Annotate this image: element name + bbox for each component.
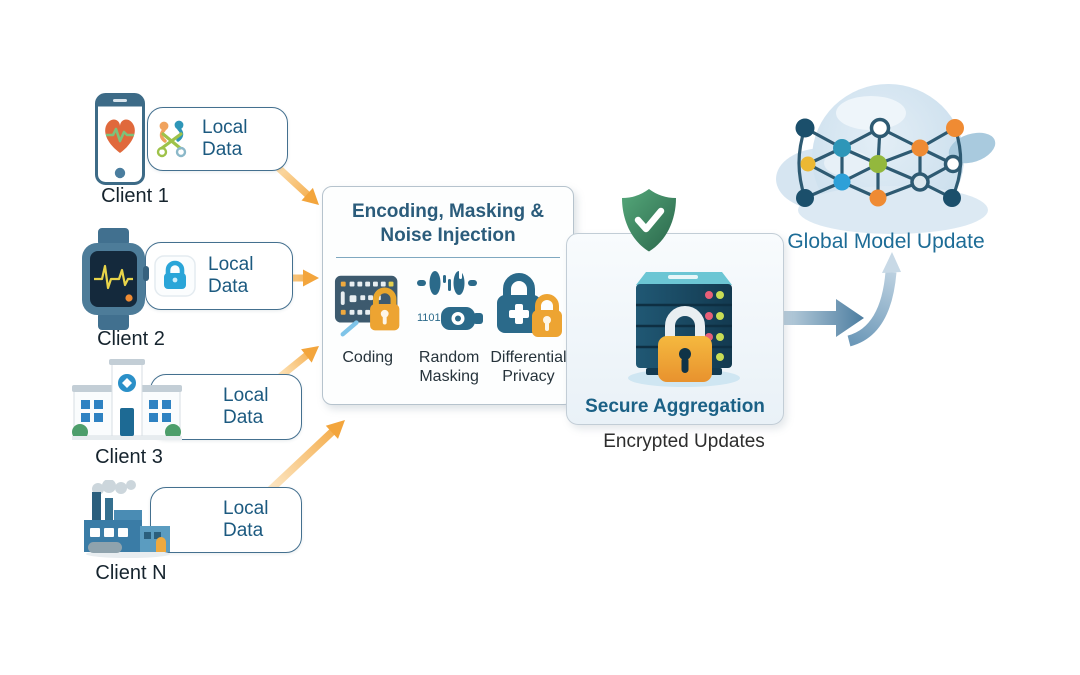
encoding-box-title: Encoding, Masking & Noise Injection xyxy=(351,201,545,246)
aggregation-output-arrow xyxy=(783,299,864,337)
client1-label: Client 1 xyxy=(101,185,169,207)
neural-network-icon xyxy=(790,112,970,212)
local-data-label: Local Data xyxy=(202,117,248,160)
clientN-label: Client N xyxy=(95,562,167,584)
local-data-label: Local Data xyxy=(208,254,254,297)
coded-matrix-lock-icon xyxy=(333,264,413,346)
svg-text:1101: 1101 xyxy=(417,312,441,324)
privacy-locks-icon xyxy=(490,264,567,346)
clientN-local-data-bubble: Local Data xyxy=(150,487,302,553)
update-to-global-arrow xyxy=(847,252,901,347)
hospital-icon xyxy=(72,358,182,444)
smartphone-health-icon xyxy=(95,93,145,185)
coding-label: Coding xyxy=(342,348,394,366)
divider xyxy=(336,256,560,258)
local-data-label: Local Data xyxy=(223,498,269,541)
global-model-label: Global Model Update xyxy=(787,230,985,253)
client2-label: Client 2 xyxy=(97,328,165,350)
encoding-masking-box: Encoding, Masking & Noise Injection xyxy=(322,186,574,405)
server-lock-icon xyxy=(624,252,744,387)
secure-aggregation-title: Secure Aggregation xyxy=(585,396,765,417)
client3-to-encoding-arrow xyxy=(277,346,319,380)
random-masking-label: Random Masking xyxy=(418,348,480,386)
encrypted-updates-label: Encrypted Updates xyxy=(603,431,765,452)
shield-check-icon xyxy=(618,186,680,254)
client1-local-data-bubble: Local Data xyxy=(147,107,288,171)
local-data-label: Local Data xyxy=(223,385,269,428)
client3-label: Client 3 xyxy=(95,446,163,468)
smartwatch-ecg-icon xyxy=(76,228,150,330)
differential-privacy-label: Differential Privacy xyxy=(490,348,567,386)
factory-icon xyxy=(78,479,178,558)
client2-local-data-bubble: Local Data xyxy=(145,242,293,310)
noise-signal-icon: 1101 xyxy=(413,264,490,346)
people-data-icon xyxy=(154,120,190,158)
lock-tile-icon xyxy=(154,255,196,297)
